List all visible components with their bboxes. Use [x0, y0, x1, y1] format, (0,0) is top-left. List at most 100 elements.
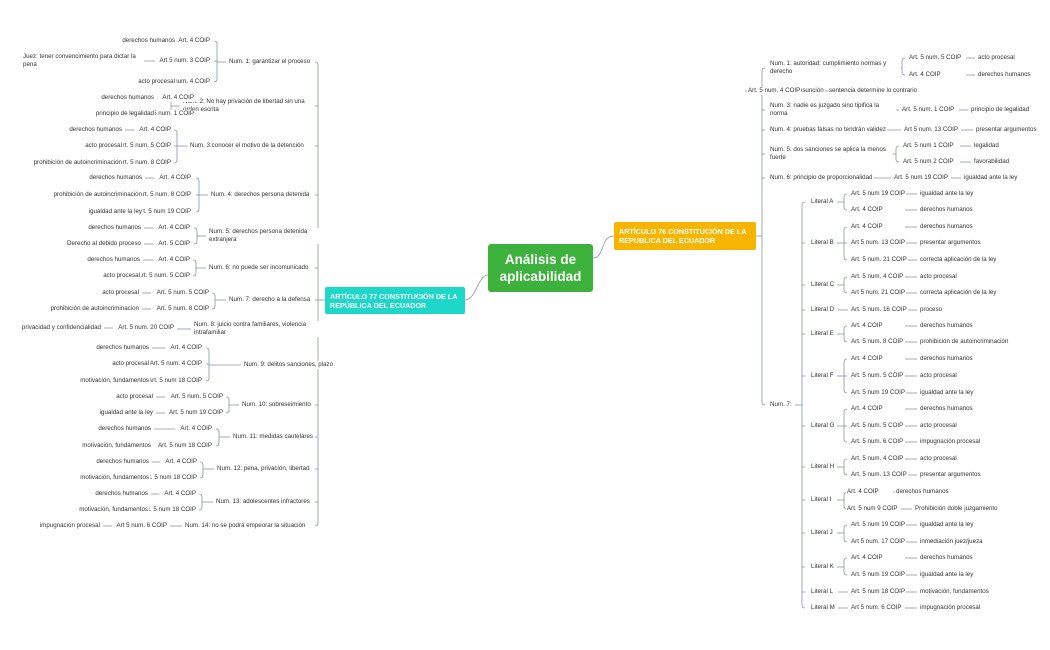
art76-literal-3-ref-2[interactable]: Art 5 num. 21 COIP — [850, 289, 906, 297]
art77-num-3-ref-3[interactable]: Art. 5 num. 8 COIP — [117, 159, 172, 167]
art76-literal-7-ref-2[interactable]: Art. 5 num. 5 COIP — [850, 422, 905, 430]
art77-num-1-ref-3[interactable]: Art. 5 num. 4 COIP — [156, 78, 211, 86]
art76-literal-8[interactable]: Literal H — [810, 463, 836, 471]
art77-num-10-ref-1[interactable]: Art. 5 num. 5 COIP — [169, 393, 224, 401]
art77-num-12-ref-1[interactable]: Art. 4 COIP — [164, 458, 198, 466]
art76-literal-1-topic-1[interactable]: igualdad ante la ley — [919, 190, 975, 198]
art77-num-9-ref-1[interactable]: Art. 4 COIP — [169, 344, 203, 352]
art77-num-12-ref-2[interactable]: Art. 5 num 18 COIP — [142, 474, 198, 482]
art76-literal-12-ref-1[interactable]: Art. 5 num 18 COIP — [850, 588, 906, 596]
art76-num-3[interactable]: Num. 3: nadie es juzgado sino tipifica l… — [769, 102, 896, 118]
art76-literal-2-ref-1[interactable]: Art. 4 COIP — [850, 223, 884, 231]
art76-num-5[interactable]: Num. 5: dos sanciones se aplica la menos… — [769, 146, 893, 162]
art77-num-13-topic-2[interactable]: motivación, fundamentos — [78, 506, 149, 514]
art76-num-1-ref-2[interactable]: Art. 4 COIP — [908, 71, 942, 79]
art76-num-4[interactable]: Num. 4: pruebas falsas no tendrán valide… — [769, 126, 887, 134]
art76-literal-7-topic-1[interactable]: derechos humanos — [919, 405, 974, 413]
art76-literal-2-topic-2[interactable]: presentar argumentos — [919, 239, 982, 247]
art77-num-4-topic-1[interactable]: derechos humanos — [88, 174, 143, 182]
art77-num-2-ref-2[interactable]: Art. 5 num. 1 COIP — [140, 110, 195, 118]
art77-num-9-topic-3[interactable]: motivación, fundamentos — [79, 377, 150, 385]
art77-num-6-ref-2[interactable]: Art. 5 num. 5 COIP — [136, 272, 191, 280]
art77-num-2-topic-2[interactable]: principio de legalidad — [94, 110, 155, 118]
art77-num-13[interactable]: Num. 13: adolescentes infractores — [215, 498, 311, 506]
art76-literal-10-topic-2[interactable]: inmediación juez/jueza — [919, 538, 984, 546]
art76-num-6-ref-1[interactable]: Art. 5 num 19 COIP — [893, 174, 949, 182]
art76-literal-7-ref-3[interactable]: Art. 5 num. 6 COIP — [850, 438, 905, 446]
art77-num-1-topic-3[interactable]: acto procesal — [137, 78, 176, 86]
art77-num-1-topic-2[interactable]: Juez: tener convencimiento para dictar l… — [22, 53, 144, 69]
art76-literal-10-topic-1[interactable]: igualdad ante la ley — [919, 521, 975, 529]
art77-num-13-ref-2[interactable]: Art. 5 num 18 COIP — [141, 506, 197, 514]
art76-num-2-topic-1[interactable]: sentencia determine lo contrario — [828, 87, 919, 95]
art77-num-7-topic-1[interactable]: acto procesal — [101, 289, 140, 297]
art77-num-3-topic-3[interactable]: prohibición de autoincriminación — [32, 159, 123, 167]
art77-num-7-ref-1[interactable]: Art. 5 num. 5 COIP — [155, 289, 210, 297]
art77-num-8-ref-1[interactable]: Art. 5 num. 20 COIP — [117, 324, 175, 332]
art77-num-6-ref-1[interactable]: Art. 4 COIP — [157, 256, 191, 264]
art77-num-4-ref-1[interactable]: Art. 4 COIP — [158, 174, 192, 182]
art77-num-12[interactable]: Num. 12: pena, privación, libertad — [216, 465, 311, 473]
art76-num-6[interactable]: Num. 6: principio de proporcionalidad — [769, 174, 874, 182]
art76-literal-11-ref-1[interactable]: Art. 4 COIP — [850, 554, 884, 562]
art76-literal-9-topic-1[interactable]: derechos humanos — [895, 488, 950, 496]
art77-num-3-ref-1[interactable]: Art. 4 COIP — [138, 126, 172, 134]
art77-num-5-ref-2[interactable]: Art. 5 COIP — [157, 240, 191, 248]
art76-literal-9-ref-2[interactable]: Art. 5 num 9 COIP — [846, 505, 899, 513]
art77-num-14[interactable]: Num. 14: no se podrá empeorar la situaci… — [184, 522, 307, 530]
art76-literal-13-ref-1[interactable]: Art 5 num. 6 COIP — [850, 604, 903, 612]
art76-literal-2-ref-3[interactable]: Art. 5 num. 21 COIP — [850, 256, 908, 264]
art76-literal-4-ref-1[interactable]: Art. 5 num. 16 COIP — [850, 306, 908, 314]
art76-num-7[interactable]: Num. 7: — [769, 401, 793, 409]
art76-num-4-ref-1[interactable]: Art 5 num. 13 COIP — [903, 126, 959, 134]
art76-num-4-topic-1[interactable]: presentar argumentos — [975, 126, 1038, 134]
art77-num-11[interactable]: Num. 11: medidas cautelares — [232, 433, 315, 441]
art77-num-6-topic-2[interactable]: acto procesal — [102, 272, 141, 280]
art77-num-2-ref-1[interactable]: Art. 4 COIP — [161, 94, 195, 102]
art76-literal-5-ref-1[interactable]: Art. 4 COIP — [850, 322, 884, 330]
art76-literal-3-topic-2[interactable]: correcta aplicación de la ley — [919, 289, 998, 297]
art77-num-5[interactable]: Num. 5: derechos persona detenida extran… — [208, 228, 320, 244]
art76-literal-8-topic-1[interactable]: acto procesal — [919, 455, 958, 463]
art77-num-11-ref-2[interactable]: Art. 5 num 18 COIP — [157, 442, 213, 450]
art77-num-5-ref-1[interactable]: Art. 4 COIP — [157, 224, 191, 232]
art77-num-14-topic-1[interactable]: impugnación procesal — [38, 522, 101, 530]
art77-num-3-ref-2[interactable]: Art. 5 num. 5 COIP — [117, 142, 172, 150]
art77-num-10-topic-2[interactable]: igualdad ante la ley — [98, 409, 154, 417]
art76-literal-6[interactable]: Literal F — [810, 372, 835, 380]
art76-literal-7[interactable]: Literal G — [810, 422, 836, 430]
art76-literal-1-ref-2[interactable]: Art. 4 COIP — [850, 206, 884, 214]
art76-literal-9[interactable]: Literal I — [810, 496, 833, 504]
art77-num-13-ref-1[interactable]: Art. 4 COIP — [163, 490, 197, 498]
art76-literal-2-topic-3[interactable]: correcta aplicación de la ley — [919, 256, 998, 264]
central-topic[interactable]: Análisis de aplicabilidad — [488, 244, 593, 292]
art76-literal-9-topic-2[interactable]: Prohibición doble juzgamiento — [914, 505, 999, 513]
art77-num-10-topic-1[interactable]: acto procesal — [115, 393, 154, 401]
art76-literal-3-topic-1[interactable]: acto procesal — [919, 273, 958, 281]
art76-literal-8-ref-2[interactable]: Art. 5 num. 13 COIP — [850, 471, 908, 479]
art76-num-2-ref-1[interactable]: Art. 5 num. 4 COIP — [747, 87, 802, 95]
art77-num-1-ref-2[interactable]: Art 5 num. 3 COIP — [158, 57, 211, 65]
art76-literal-8-topic-2[interactable]: presentar argumentos — [919, 471, 982, 479]
art76-literal-11-topic-2[interactable]: igualdad ante la ley — [919, 571, 975, 579]
art76-literal-9-ref-1[interactable]: Art. 4 COIP — [846, 488, 880, 496]
art76-literal-5-topic-1[interactable]: derechos humanos — [919, 322, 974, 330]
art76-literal-10-ref-1[interactable]: Art. 5 num 19 COIP — [850, 521, 906, 529]
art76-literal-1-topic-2[interactable]: derechos humanos — [919, 206, 974, 214]
art77-num-9-ref-3[interactable]: Art. 5 num 18 COIP — [147, 377, 203, 385]
art76-literal-11-topic-1[interactable]: derechos humanos — [919, 554, 974, 562]
art77-num-4-ref-3[interactable]: Art. 5 num 19 COIP — [136, 208, 192, 216]
art77-num-3[interactable]: Num. 3:conocer el motivo de la detención — [189, 142, 305, 150]
art76-literal-10[interactable]: Literal J — [810, 529, 834, 537]
art77-num-11-topic-1[interactable]: derechos humanos — [97, 425, 152, 433]
art77-num-9-ref-2[interactable]: Art. 5 num. 4 COIP — [148, 360, 203, 368]
art77-num-2-topic-1[interactable]: derechos humanos — [100, 94, 155, 102]
art76-literal-12[interactable]: Literal L — [810, 588, 835, 596]
art77-num-1[interactable]: Num. 1: garantizar el proceso — [228, 58, 312, 66]
art76-literal-6-ref-1[interactable]: Art. 4 COIP — [850, 355, 884, 363]
art76-literal-5-topic-2[interactable]: prohibición de autoincriminación — [919, 338, 1010, 346]
art77-num-9-topic-2[interactable]: acto procesal — [111, 360, 150, 368]
art76-literal-6-topic-3[interactable]: igualdad ante la ley — [919, 389, 975, 397]
art76-literal-3-ref-1[interactable]: Art. 5 num. 4 COIP — [850, 273, 905, 281]
art76-num-5-ref-2[interactable]: Art. 5 num 2 COIP — [902, 158, 955, 166]
